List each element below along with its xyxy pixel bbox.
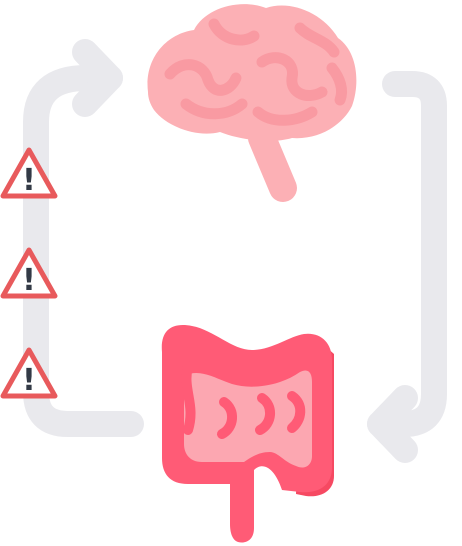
warning-triangle-icon: !	[0, 247, 58, 299]
arrow-up-right-icon	[72, 39, 123, 117]
intestine-icon	[161, 325, 334, 543]
connector-brain-to-intestine	[367, 71, 447, 463]
brain-icon	[147, 4, 357, 202]
warning-triangle-icon: !	[0, 347, 58, 399]
warning-triangle-icon: !	[0, 147, 58, 199]
warnings-group: !!!	[0, 147, 58, 399]
warning-exclamation: !	[22, 363, 36, 398]
arrow-down-left-icon	[367, 385, 418, 463]
warning-exclamation: !	[22, 263, 36, 298]
connector-line-right	[367, 71, 447, 437]
warning-triangle-shape	[0, 247, 58, 299]
connector-intestine-to-brain	[23, 39, 144, 437]
warning-triangle-shape	[0, 347, 58, 399]
warning-triangle-shape	[0, 147, 58, 199]
connector-line-left	[23, 65, 144, 437]
warning-exclamation: !	[22, 163, 36, 198]
